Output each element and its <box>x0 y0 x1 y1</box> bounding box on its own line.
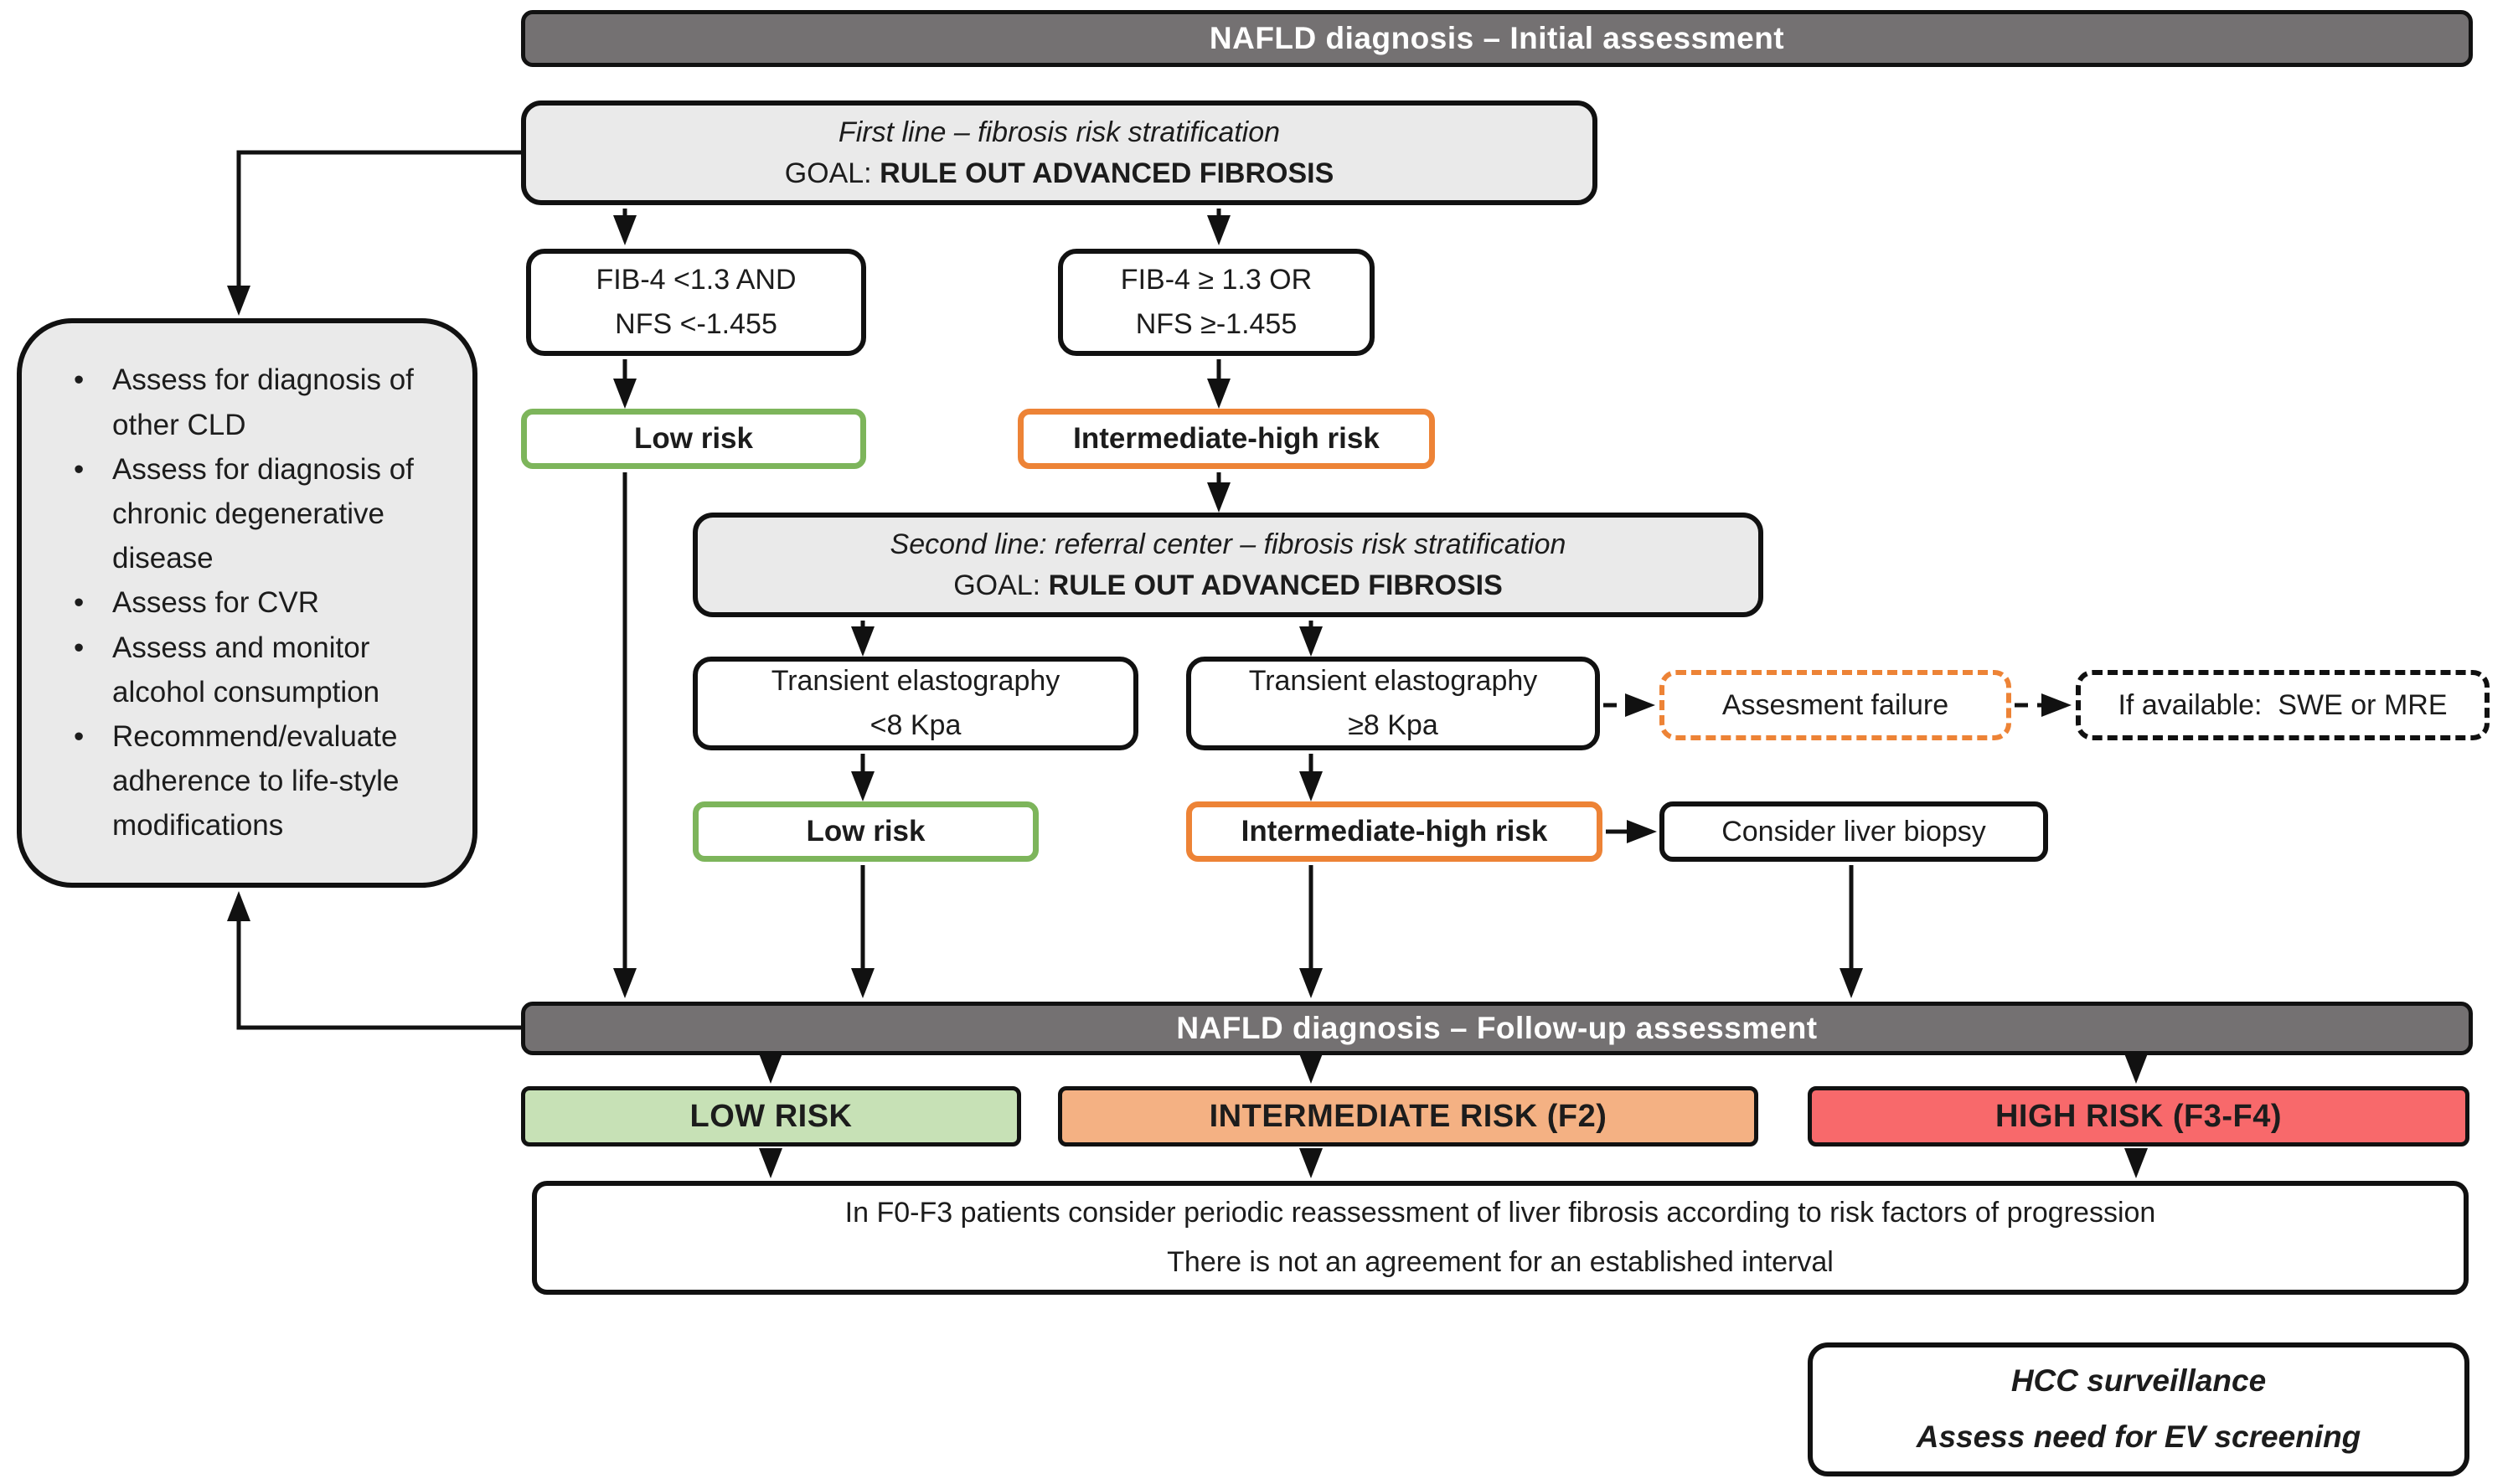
transient-elastography-high-box: Transient elastography ≥8 Kpa <box>1186 657 1600 750</box>
checklist-item: Assess for diagnosis of other CLD <box>74 358 444 446</box>
banner-followup-label: NAFLD diagnosis – Follow-up assessment <box>1176 1011 1818 1045</box>
te-high-line2: ≥8 Kpa <box>1348 709 1438 741</box>
low-risk-label: Low risk <box>806 815 926 848</box>
final-low-risk-box: LOW RISK <box>521 1086 1021 1146</box>
bullet-icon <box>74 447 112 581</box>
intermediate-high-risk-label: Intermediate-high risk <box>1241 815 1548 848</box>
final-low-risk-label: LOW RISK <box>689 1098 853 1134</box>
intermediate-high-risk-label: Intermediate-high risk <box>1073 422 1380 455</box>
hcc-line1: HCC surveillance <box>2010 1363 2267 1399</box>
bullet-icon <box>74 626 112 714</box>
consider-liver-biopsy-label: Consider liver biopsy <box>1721 815 1986 848</box>
low-risk-label: Low risk <box>634 422 753 455</box>
fib4-high-box: FIB-4 ≥ 1.3 OR NFS ≥-1.455 <box>1058 249 1375 356</box>
first-line-box: First line – fibrosis risk stratificatio… <box>521 100 1597 205</box>
intermediate-high-risk-second-line: Intermediate-high risk <box>1186 801 1602 862</box>
second-line-title: Second line: referral center – fibrosis … <box>890 528 1566 560</box>
hcc-surveillance-box: HCC surveillance Assess need for EV scre… <box>1808 1342 2469 1476</box>
assessment-failure-label: Assesment failure <box>1721 688 1949 721</box>
bullet-icon <box>74 580 112 625</box>
fib4-low-line2: NFS <-1.455 <box>615 308 777 340</box>
second-line-goal: GOAL:RULE OUT ADVANCED FIBROSIS <box>953 569 1503 602</box>
te-low-line1: Transient elastography <box>771 665 1060 698</box>
bullet-icon <box>74 714 112 848</box>
goal-text: RULE OUT ADVANCED FIBROSIS <box>1048 569 1503 601</box>
if-available-label: If available: SWE or MRE <box>2118 688 2448 721</box>
fib4-low-line1: FIB-4 <1.3 AND <box>596 264 797 296</box>
transient-elastography-low-box: Transient elastography <8 Kpa <box>693 657 1138 750</box>
banner-initial-label: NAFLD diagnosis – Initial assessment <box>1209 21 1785 55</box>
fib4-high-line2: NFS ≥-1.455 <box>1135 308 1298 340</box>
goal-label: GOAL: <box>953 569 1041 601</box>
banner-followup-assessment: NAFLD diagnosis – Follow-up assessment <box>521 1002 2473 1055</box>
consider-liver-biopsy-box: Consider liver biopsy <box>1659 801 2048 862</box>
checklist-item: Recommend/evaluate adherence to life-sty… <box>74 714 444 848</box>
checklist-item-label: Assess and monitor alcohol consumption <box>112 631 380 709</box>
checklist-item: Assess and monitor alcohol consumption <box>74 626 444 714</box>
hcc-line2: Assess need for EV screening <box>1916 1420 2361 1454</box>
final-high-risk-label: HIGH RISK (F3-F4) <box>1994 1098 2283 1134</box>
first-line-goal: GOAL:RULE OUT ADVANCED FIBROSIS <box>785 157 1334 190</box>
if-available-box: If available: SWE or MRE <box>2076 670 2490 740</box>
reassessment-line2: There is not an agreement for an establi… <box>1167 1246 1834 1278</box>
bullet-icon <box>74 358 112 446</box>
goal-label: GOAL: <box>784 157 872 189</box>
final-high-risk-box: HIGH RISK (F3-F4) <box>1808 1086 2469 1146</box>
first-line-title: First line – fibrosis risk stratificatio… <box>838 116 1281 148</box>
second-line-box: Second line: referral center – fibrosis … <box>693 513 1763 617</box>
checklist-item-label: Recommend/evaluate adherence to life-sty… <box>112 719 400 842</box>
te-low-line2: <8 Kpa <box>869 709 962 741</box>
reassessment-line1: In F0-F3 patients consider periodic reas… <box>844 1196 2156 1229</box>
fib4-low-box: FIB-4 <1.3 AND NFS <-1.455 <box>526 249 866 356</box>
final-intermediate-risk-label: INTERMEDIATE RISK (F2) <box>1209 1098 1607 1134</box>
checklist-item-label: Assess for CVR <box>112 586 319 620</box>
loop-arrow-top <box>227 150 523 316</box>
checklist-item-label: Assess for diagnosis of other CLD <box>112 363 414 441</box>
low-risk-first-line: Low risk <box>521 409 866 469</box>
assessment-failure-box: Assesment failure <box>1659 670 2011 740</box>
reassessment-note-box: In F0-F3 patients consider periodic reas… <box>532 1181 2469 1295</box>
fib4-high-line1: FIB-4 ≥ 1.3 OR <box>1120 264 1313 296</box>
banner-initial-assessment: NAFLD diagnosis – Initial assessment <box>521 10 2473 67</box>
checklist-item: Assess for diagnosis of chronic degenera… <box>74 447 444 581</box>
loop-arrow-bottom <box>227 891 523 1030</box>
intermediate-high-risk-first-line: Intermediate-high risk <box>1018 409 1435 469</box>
low-risk-second-line: Low risk <box>693 801 1039 862</box>
goal-text: RULE OUT ADVANCED FIBROSIS <box>880 157 1334 189</box>
checklist-item-label: Assess for diagnosis of chronic degenera… <box>112 452 414 575</box>
assessment-checklist-panel: Assess for diagnosis of other CLD Assess… <box>17 318 477 888</box>
checklist-item: Assess for CVR <box>74 580 444 625</box>
final-intermediate-risk-box: INTERMEDIATE RISK (F2) <box>1058 1086 1758 1146</box>
te-high-line1: Transient elastography <box>1248 665 1538 698</box>
